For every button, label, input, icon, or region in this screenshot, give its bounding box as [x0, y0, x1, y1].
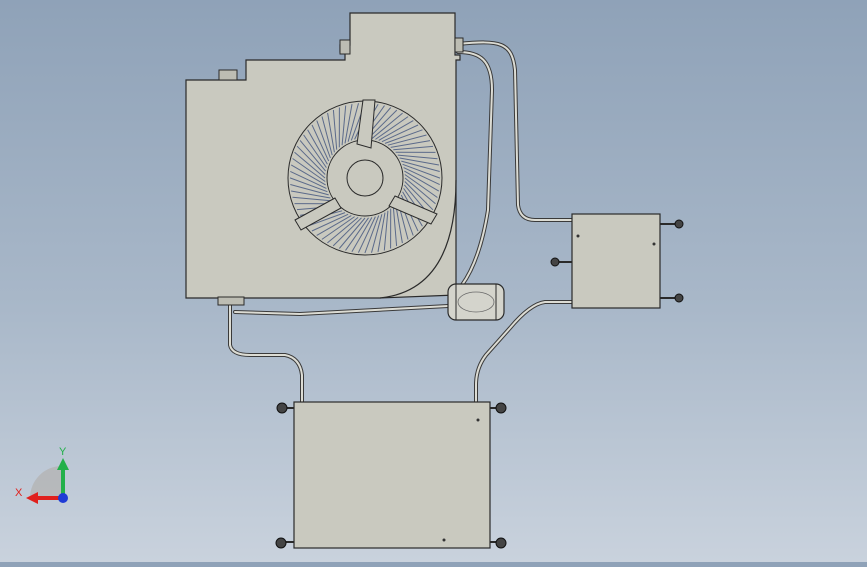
screw-icon [551, 258, 559, 266]
bottom-heat-plate[interactable] [276, 402, 506, 548]
screw-icon [675, 220, 683, 228]
screw-icon [496, 403, 506, 413]
y-axis-label: Y [59, 446, 67, 458]
heat-pipe-side [458, 52, 492, 285]
screw-icon [276, 538, 286, 548]
screw-icon [277, 403, 287, 413]
screw-icon [675, 294, 683, 302]
x-axis-label: X [15, 487, 23, 499]
mounting-tab-bottom [218, 297, 244, 305]
right-heat-block[interactable] [551, 214, 683, 308]
mounting-tab [219, 70, 237, 80]
fan-icon [288, 100, 442, 255]
screw-icon [496, 538, 506, 548]
pipe-connector[interactable] [448, 284, 504, 320]
coordinate-triad-icon: Y X [15, 446, 69, 504]
